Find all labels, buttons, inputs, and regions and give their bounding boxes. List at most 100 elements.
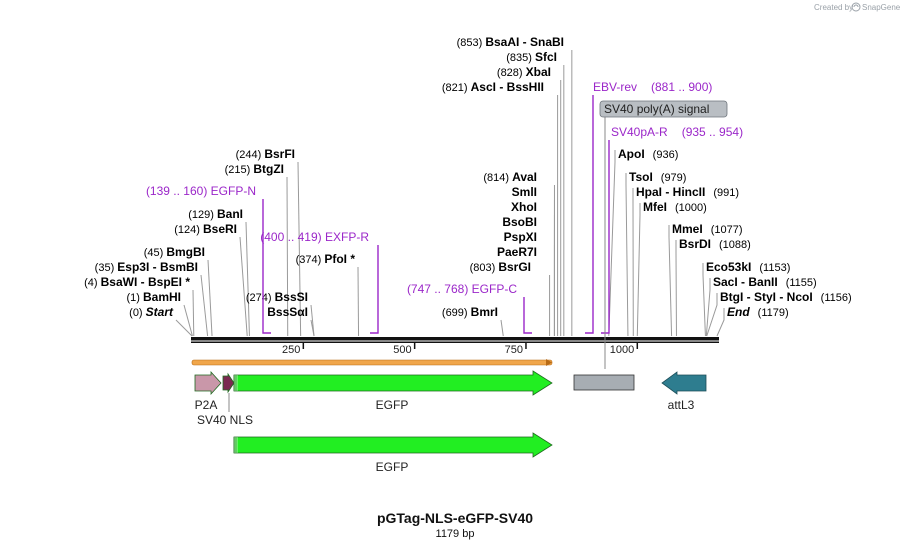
site-position: (45) xyxy=(144,247,167,259)
site-position: (129) xyxy=(188,209,217,221)
site-position: (1) xyxy=(126,292,143,304)
feature-label: SV40 poly(A) signal xyxy=(604,102,709,116)
credit: Created by SnapGene xyxy=(814,2,901,12)
site-label: BsrDI(1088) xyxy=(679,237,751,251)
feature-attl3 xyxy=(661,371,707,395)
site-name: BsaAI - SnaBI xyxy=(485,35,564,49)
primer-marker xyxy=(370,245,379,334)
site-label: XhoI xyxy=(511,200,537,214)
site-name: XbaI xyxy=(526,65,551,79)
backbone-strand-top xyxy=(191,337,719,341)
primer-marker xyxy=(523,297,532,334)
site-line xyxy=(668,225,673,337)
site-label: BsoBI xyxy=(502,215,537,229)
credit-brand: SnapGene xyxy=(862,3,901,12)
site-label: MfeI(1000) xyxy=(643,200,707,214)
site-name: BssSI xyxy=(275,290,308,304)
site-name: BseRI xyxy=(203,222,237,236)
site-label: MmeI(1077) xyxy=(672,222,742,236)
site-label: SmlI xyxy=(512,185,537,199)
backbone xyxy=(191,337,719,343)
primer-marker xyxy=(585,95,594,334)
orf-bar-fill xyxy=(191,359,553,366)
site-position: (699) xyxy=(442,307,471,319)
site-line xyxy=(192,289,195,337)
site-position: (124) xyxy=(174,224,203,236)
site-line xyxy=(625,173,629,337)
plasmid-title: pGTag-NLS-eGFP-SV40 xyxy=(377,510,533,526)
site-label: (699) BmrI xyxy=(442,305,498,319)
site-line xyxy=(175,319,193,337)
primer-marker xyxy=(601,140,610,334)
site-label: (814) AvaI xyxy=(483,170,537,184)
site-position: (991) xyxy=(713,187,739,199)
primer-range: (400 .. 419) xyxy=(260,230,325,244)
site-label: TsoI(979) xyxy=(629,170,686,184)
site-label: (374) PfoI * xyxy=(296,252,356,266)
site-label: (0) Start xyxy=(129,305,174,319)
site-lines xyxy=(175,50,725,337)
site-name: BsrFI xyxy=(264,147,295,161)
site-position: (828) xyxy=(497,67,526,79)
site-position: (835) xyxy=(506,52,535,64)
site-label: (821) AscI - BssHII xyxy=(442,80,544,94)
primer-range: (881 .. 900) xyxy=(651,80,712,94)
site-position: (1153) xyxy=(759,262,790,274)
site-position: (1156) xyxy=(821,292,852,304)
site-line xyxy=(706,293,718,337)
site-line xyxy=(500,319,504,337)
site-label: (1) BamHI xyxy=(126,290,181,304)
site-labels: (0) Start(1) BamHI(4) BsaWI - BspEI *(35… xyxy=(84,35,852,319)
feature-label: attL3 xyxy=(668,398,695,412)
site-name: TsoI xyxy=(629,170,653,184)
site-name: BanI xyxy=(217,207,243,221)
site-name: SfcI xyxy=(535,50,557,64)
site-position: (821) xyxy=(442,82,471,94)
feature-egfp xyxy=(233,432,553,458)
site-line xyxy=(702,263,706,337)
site-line xyxy=(636,203,641,337)
site-name: BtgZI xyxy=(253,162,284,176)
feature-label: P2A xyxy=(195,398,218,412)
site-name: HpaI - HincII xyxy=(636,185,705,199)
site-label: (215) BtgZI xyxy=(225,162,284,176)
scale-tick-label: 1000 xyxy=(610,344,634,356)
site-label: (274) BssSI xyxy=(246,290,308,304)
site-name: BsoBI xyxy=(502,215,537,229)
site-line xyxy=(310,319,315,337)
site-label: (828) XbaI xyxy=(497,65,551,79)
site-label: BtgI - StyI - NcoI(1156) xyxy=(720,290,852,304)
feature-callout-box xyxy=(599,100,728,118)
primer-name: SV40pA-R xyxy=(611,125,668,139)
site-name: BsaWI - BspEI * xyxy=(101,275,191,289)
site-name: BsrDI xyxy=(679,237,711,251)
feature-sv40-nls xyxy=(222,372,235,394)
orf-arrow-icon xyxy=(546,359,552,366)
feature-label: EGFP xyxy=(376,398,409,412)
site-position: (1179) xyxy=(758,307,789,319)
primer-label: (747 .. 768) EGFP-C xyxy=(407,282,517,296)
site-name: Esp3I - BsmBI xyxy=(117,260,198,274)
site-line xyxy=(200,274,209,337)
site-label: (835) SfcI xyxy=(506,50,557,64)
site-label: (124) BseRI xyxy=(174,222,237,236)
feature-egfp xyxy=(233,370,553,396)
site-name: Start xyxy=(146,305,174,319)
site-name: AvaI xyxy=(512,170,537,184)
site-label: PspXI xyxy=(504,230,537,244)
site-position: (35) xyxy=(95,262,118,274)
site-label: End (1179) xyxy=(727,305,789,319)
site-label: HpaI - HincII (991) xyxy=(636,185,739,199)
site-position: (1155) xyxy=(786,277,817,289)
site-name: PaeR7I xyxy=(497,245,537,259)
site-name: End xyxy=(727,305,750,319)
primer-label: (400 .. 419) EXFP-R xyxy=(260,230,369,244)
site-label: ApoI(936) xyxy=(618,147,678,161)
site-position: (1000) xyxy=(675,202,707,214)
site-label: BssSαI xyxy=(267,305,308,319)
site-line xyxy=(207,259,213,337)
site-line xyxy=(297,161,302,337)
site-name: SmlI xyxy=(512,185,537,199)
